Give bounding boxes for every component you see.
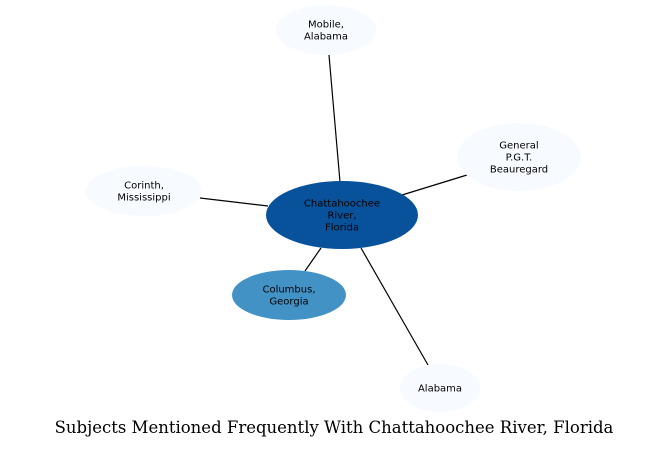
node-mobile-label-line: Alabama [304,32,348,43]
node-chattahoochee-label-line: Florida [325,223,359,234]
node-alabama-ellipse [400,364,480,412]
diagram-caption: Subjects Mentioned Frequently With Chatt… [55,418,614,437]
node-beauregard-ellipse [457,123,581,191]
edge-chattahoochee-beauregard [401,174,468,196]
node-mobile: Mobile,Alabama [276,5,376,55]
node-columbus-ellipse [232,270,346,320]
node-corinth-label-line: Mississippi [117,193,170,204]
edge-chattahoochee-mobile [328,54,341,183]
node-columbus-label-line: Georgia [269,297,308,308]
node-corinth-ellipse [86,166,202,216]
node-beauregard-label-line: Beauregard [490,165,548,176]
node-mobile-ellipse [276,5,376,55]
node-mobile-label-line: Mobile, [308,20,344,31]
node-alabama: Alabama [400,364,480,412]
node-chattahoochee-label-line: River, [327,211,356,222]
edge-chattahoochee-columbus [304,247,322,272]
node-chattahoochee-label-line: Chattahoochee [304,199,380,210]
node-corinth-label-line: Corinth, [124,181,164,192]
node-alabama-label-line: Alabama [418,384,462,395]
node-corinth: Corinth,Mississippi [86,166,202,216]
node-columbus: Columbus,Georgia [232,270,346,320]
edge-chattahoochee-corinth [199,197,269,207]
edges-layer [199,54,468,366]
node-columbus-label-line: Columbus, [262,285,315,296]
node-chattahoochee-ellipse [266,181,418,249]
edge-chattahoochee-alabama [360,247,429,366]
nodes-layer: Mobile,AlabamaGeneralP.G.T.BeauregardCor… [86,5,581,412]
node-beauregard-label-line: General [499,141,538,152]
node-beauregard-label-line: P.G.T. [506,153,533,164]
